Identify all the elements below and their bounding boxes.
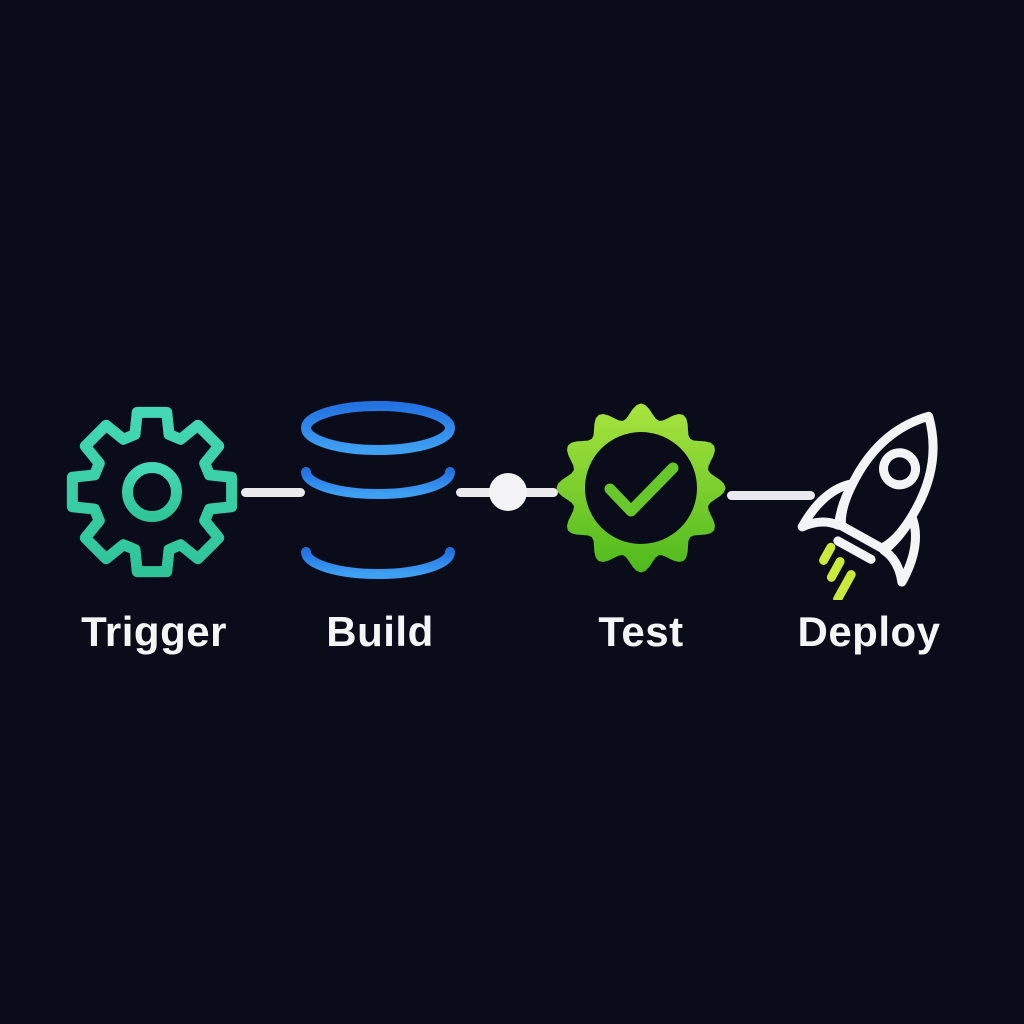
stage-label-trigger: Trigger xyxy=(81,608,227,655)
rocket-fin-left xyxy=(797,479,857,532)
gear-icon xyxy=(66,406,238,578)
rocket-body xyxy=(836,411,938,553)
flame-dash-small xyxy=(819,542,836,565)
gear-outline xyxy=(66,406,238,578)
database-icon xyxy=(301,401,455,579)
rocket-fin-right xyxy=(879,512,921,587)
database-divider-arc xyxy=(301,467,455,499)
connector-line-3 xyxy=(727,491,815,500)
badge-check-icon xyxy=(556,403,726,573)
badge-scallop xyxy=(556,403,726,573)
badge-inner-circle xyxy=(585,432,697,544)
database-top-ellipse xyxy=(301,401,455,455)
stage-label-test: Test xyxy=(598,608,684,655)
gear-hub xyxy=(122,462,182,522)
flame-dash-long xyxy=(833,570,856,600)
rocket-window xyxy=(879,448,921,490)
connector-dot xyxy=(489,473,527,511)
connector-line-1 xyxy=(241,488,305,497)
database-bottom-arc xyxy=(301,547,455,579)
flame-dash-medium xyxy=(826,557,845,582)
stage-label-deploy: Deploy xyxy=(797,608,941,655)
check-icon xyxy=(604,462,679,517)
rocket-nozzle-line xyxy=(833,536,876,564)
stage-label-build: Build xyxy=(326,608,434,655)
